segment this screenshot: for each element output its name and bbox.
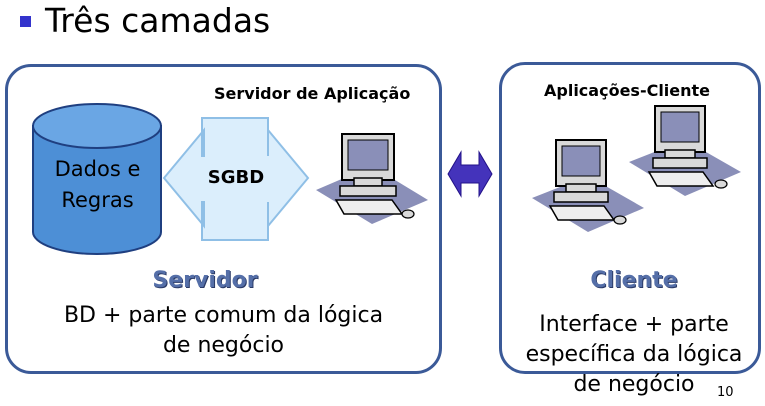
- server-description-line1: BD + parte comum da lógica: [63, 303, 384, 328]
- server-computer-icon: [316, 133, 428, 224]
- heading-text: Três camadas: [45, 0, 271, 40]
- client-title: Cliente: [590, 268, 678, 293]
- client-description-line2: específica da lógica: [525, 342, 743, 367]
- link-double-arrow: [447, 150, 493, 198]
- client-box-label: Aplicações-Cliente: [544, 81, 711, 100]
- client-computer-icon: [532, 139, 644, 232]
- database-label-line2: Regras: [61, 188, 134, 212]
- server-description: BD + parte comum da lógica de negócio: [5, 301, 442, 361]
- server-title: Servidor: [152, 268, 258, 293]
- page-number: 10: [717, 385, 734, 400]
- bullet-square-icon: [20, 16, 31, 27]
- slide-heading: Três camadas: [20, 0, 270, 40]
- sgbd-label: SGBD: [207, 167, 265, 188]
- client-panel: [499, 62, 761, 374]
- client-description: Interface + parte específica da lógica d…: [499, 310, 765, 400]
- database-label: Dados e Regras: [30, 154, 165, 216]
- sgbd-double-arrow: [162, 117, 310, 241]
- database-label-line1: Dados e: [54, 157, 141, 181]
- server-description-line2: de negócio: [162, 333, 285, 358]
- client-description-line1: Interface + parte: [539, 312, 729, 337]
- database-cylinder-icon: [32, 103, 162, 255]
- server-box-label: Servidor de Aplicação: [214, 84, 411, 103]
- client-description-line3: de negócio: [573, 372, 695, 397]
- client-computer-icon: [629, 105, 741, 196]
